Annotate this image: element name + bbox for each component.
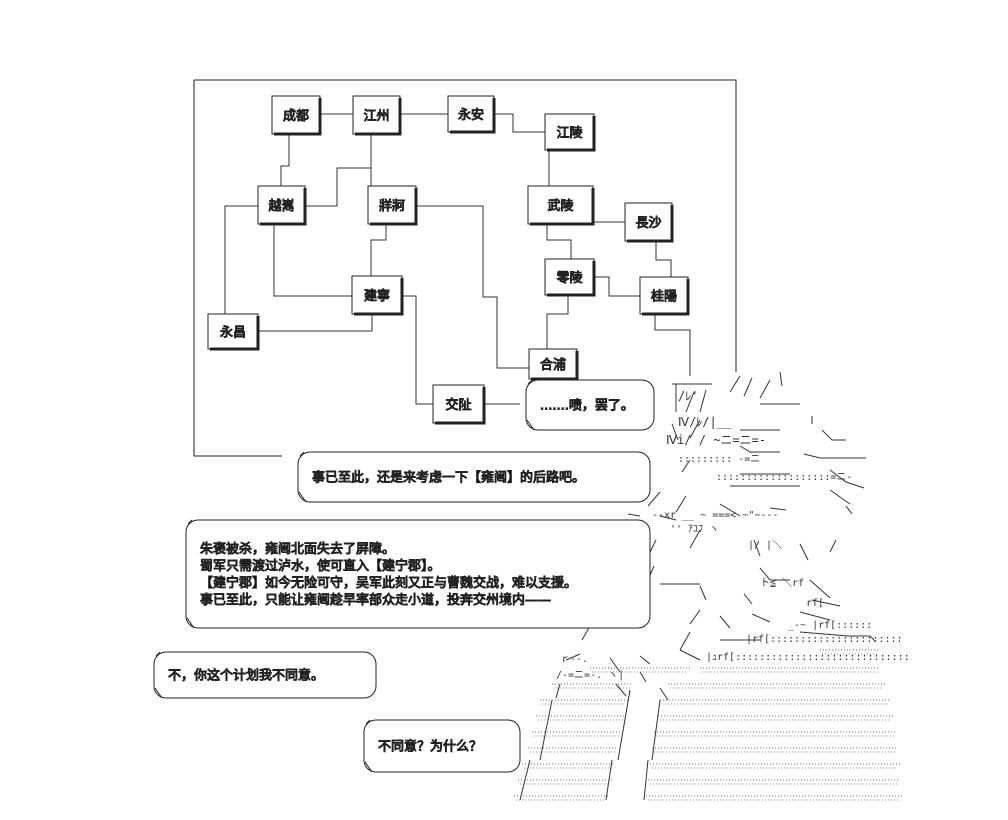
place-changsha: 長沙 — [624, 202, 674, 243]
svg-text:/-=ニ=-. ヽ|: /-=ニ=-. ヽ| — [556, 670, 624, 681]
svg-text:|/ |＼: |/ |＼ — [748, 539, 782, 551]
bubble-middle: 朱褒被杀，雍闿北面失去了屏障。蜀军只需渡过泸水，使可直入【建宁郡】。【建宁郡】如… — [185, 519, 651, 629]
svg-text:::::::::: -=ニ: ::::::::: -=ニ — [678, 454, 760, 465]
svg-text:/ﾚ': /ﾚ' — [678, 389, 698, 403]
bubble-text-line: 朱褒被杀，雍闿北面失去了屏障。 — [200, 541, 395, 557]
cloak-texture — [514, 649, 902, 801]
bubble-text-line: 不同意？为什么？ — [378, 739, 482, 755]
bubble-text-line: 蜀军只需渡过泸水，使可直入【建宁郡】。 — [200, 558, 441, 574]
character-ascii-art — [519, 371, 877, 801]
svg-text:Ⅳ/ﾚ/|__: Ⅳ/ﾚ/|__ — [678, 415, 732, 429]
bubble-text-line: .......啧，罢了。 — [540, 399, 634, 414]
place-label: 成都 — [283, 109, 309, 124]
svg-text::::::::::::::::::::=ニ-: :::::::::::::::::::=ニ- — [716, 472, 852, 483]
place-label: 永昌 — [220, 326, 246, 341]
place-label: 桂陽 — [651, 290, 677, 305]
place-label: 牂牁 — [379, 199, 405, 214]
place-yongan: 永安 — [447, 95, 496, 134]
place-guiyang: 桂陽 — [639, 276, 690, 316]
place-jiangzhou: 江州 — [352, 95, 402, 136]
bubble-text-line: 事已至此，只能让雍闿趁早率部众走小道，投奔交州境内—— — [200, 592, 551, 608]
place-jiangling: 江陵 — [544, 113, 596, 152]
place-chengdu: 成都 — [271, 95, 322, 136]
bubble-upper: 事已至此，还是来考虑一下【雍闿】的后路吧。 — [297, 451, 651, 503]
svg-text:rf[: rf[ — [806, 598, 824, 609]
place-jianning: 建寧 — [351, 275, 404, 316]
svg-text:|rf[::::::::::::::::::::::: |rf[:::::::::::::::::::::: — [746, 634, 903, 645]
place-label: 永安 — [458, 108, 484, 123]
map-frame — [193, 79, 737, 457]
character-face-details: /ﾚ' Ⅳ/ﾚ/|__ Ⅳi/ / ~ニ=ニ=- ::::::::: -=ニ :… — [556, 389, 910, 681]
place-label: 武陵 — [547, 199, 573, 214]
map-connections — [224, 113, 691, 405]
svg-text:_-~ |rf[::::::: _-~ |rf[:::::: — [788, 620, 872, 631]
place-yuexi: 越嶲 — [257, 185, 307, 226]
place-lingling: 零陵 — [544, 258, 596, 297]
bubble-text-line: 【建宁郡】如今无险可守，吴军此刻又正与曹魏交战，难以支援。 — [200, 575, 577, 591]
bubble-left: 不，你这个计划我不同意。 — [153, 651, 377, 699]
place-label: 長沙 — [635, 216, 661, 231]
bubble-text-line: 事已至此，还是来考虑一下【雍闿】的后路吧。 — [312, 470, 585, 486]
place-yongchang: 永昌 — [207, 313, 260, 351]
place-hepu: 合浦 — [528, 348, 579, 381]
place-jiaozhi: 交阯 — [432, 384, 486, 425]
place-label: 越嶲 — [268, 199, 294, 214]
svg-text:--xr __ ~ ===< ~"~---: --xr __ ~ ===< ~"~--- — [652, 510, 778, 521]
svg-text:ト≦ ＼rf: ト≦ ＼rf — [760, 577, 804, 589]
place-label: 合浦 — [540, 358, 566, 373]
place-label: 江陵 — [556, 126, 582, 141]
place-label: 交阯 — [445, 397, 471, 413]
svg-text:|ｭrf[:::::::::::::::::::::::::: |ｭrf[::::::::::::::::::::::::::::: — [706, 652, 910, 663]
bubble-top-right: .......啧，罢了。 — [525, 379, 655, 431]
svg-text:ｒ--.: ｒ--. — [560, 654, 588, 665]
place-label: 零陵 — [556, 271, 582, 286]
bubble-text-line: 不，你这个计划我不同意。 — [168, 668, 324, 684]
bubble-bottom: 不同意？为什么？ — [363, 719, 521, 773]
place-wuling: 武陵 — [527, 185, 595, 226]
place-zangke: 牂牁 — [367, 185, 418, 226]
svg-text:Ⅳi/ / ~ニ=ニ=-: Ⅳi/ / ~ニ=ニ=- — [666, 433, 766, 447]
svg-text:'' ｱﾕﾌ ヽ: '' ｱﾕﾌ ヽ — [660, 524, 719, 535]
place-label: 江州 — [363, 109, 389, 124]
place-label: 建寧 — [364, 288, 390, 304]
